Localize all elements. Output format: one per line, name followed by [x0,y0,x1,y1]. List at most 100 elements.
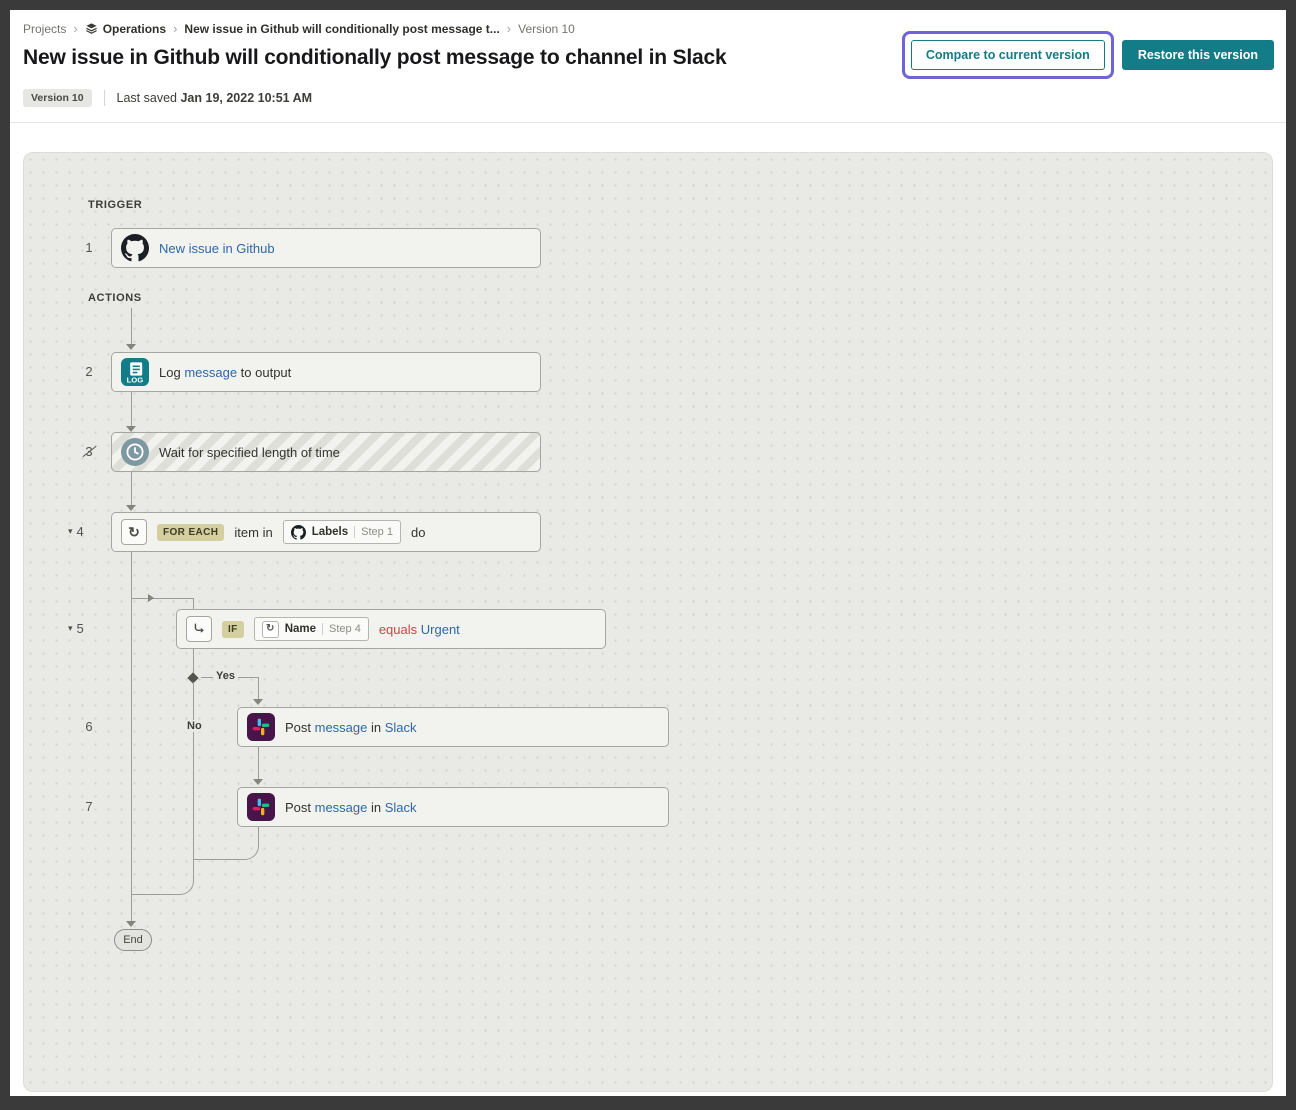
datapill-step: Step 4 [329,623,361,635]
step-text: in [367,799,385,815]
step-text: item in [234,524,273,540]
connector-line [131,472,132,508]
arrow-down-icon [126,505,136,511]
yes-branch-line [238,677,258,678]
version-badge: Version 10 [23,89,92,107]
no-branch-label: No [184,720,205,732]
end-node: End [114,929,152,951]
step-number-7: 7 [85,799,93,814]
chevron-right-icon: › [73,21,78,36]
datapill-separator [354,526,356,538]
step-link[interactable]: message [314,719,368,735]
step-link[interactable]: message [184,364,238,380]
connector-line [258,747,259,781]
arrow-down-icon [253,779,263,785]
arrow-down-icon [126,921,136,927]
yes-branch-line [258,677,259,699]
step-number-2: 2 [85,364,93,379]
breadcrumb: Projects › Operations › New issue in Git… [10,10,1286,36]
branch-join-corner [193,841,259,860]
step-text: Log [159,364,185,380]
step-link[interactable]: New issue in Github [159,240,275,256]
step-number-label: 4 [76,524,84,539]
step-text: Wait for specified length of time [159,444,340,460]
step-number-5: ▾ 5 [68,621,84,636]
connector-line [193,649,194,674]
step-number-label: 5 [76,621,84,636]
datapill-source: Name [284,623,317,635]
step-number-4: ▾ 4 [68,524,84,539]
connector-line [131,392,132,428]
step-text: in [367,719,385,735]
datapill-labels[interactable]: Labels Step 1 [282,520,401,544]
loop-fork-line [131,598,193,599]
datapill-name[interactable]: ↻ Name Step 4 [253,617,369,641]
title-bar: New issue in Github will conditionally p… [10,31,1286,79]
layers-icon [85,23,97,34]
slack-icon [247,713,275,741]
arrow-down-icon [253,699,263,705]
step-text: to output [237,364,292,380]
step-link[interactable]: message [314,799,368,815]
datapill-source: Labels [311,526,349,538]
foreach-badge: FOR EACH [157,523,225,541]
condition-value[interactable]: Urgent [420,621,460,637]
compare-version-button[interactable]: Compare to current version [910,40,1105,70]
datapill-separator [322,623,324,635]
breadcrumb-projects[interactable]: Projects [23,21,67,36]
step-number-1: 1 [85,240,93,255]
step-number-6: 6 [85,719,93,734]
connector-line-main [131,552,132,921]
arrow-down-icon [126,426,136,432]
svg-text:LOG: LOG [127,375,144,384]
loop-return-corner [131,869,194,895]
slack-icon [247,793,275,821]
step-text: Post [285,799,315,815]
loop-icon: ↻ [261,620,279,638]
last-saved: Last saved Jan 19, 2022 10:51 AM [117,91,313,105]
chevron-right-icon: › [173,21,178,36]
version-meta: Version 10 Last saved Jan 19, 2022 10:51… [10,79,1286,107]
restore-version-button[interactable]: Restore this version [1121,40,1274,70]
step-link[interactable]: Slack [384,799,417,815]
github-icon [290,524,306,540]
step-card-foreach[interactable]: ↻ FOR EACH item in Labels Step 1 do [111,512,541,552]
arrow-right-icon [148,594,154,602]
collapse-caret-icon[interactable]: ▾ [68,526,73,536]
step-card-slack-1[interactable]: Post message in Slack [237,707,669,747]
last-saved-label: Last saved [116,91,177,105]
loop-icon: ↻ [121,519,147,545]
workflow-canvas: TRIGGER ACTIONS 1 2 3 ▾ 4 ▾ 5 6 7 New is… [23,152,1273,1092]
if-badge: IF [222,620,244,638]
step-card-slack-2[interactable]: Post message in Slack [237,787,669,827]
header-divider [10,122,1286,123]
header-actions: Compare to current version Restore this … [901,31,1274,79]
connector-line [193,598,194,609]
page: Projects › Operations › New issue in Git… [10,10,1286,1096]
breadcrumb-recipe[interactable]: New issue in Github will conditionally p… [184,21,500,36]
condition-operator: equals [378,621,418,637]
datapill-step: Step 1 [361,526,393,538]
clock-icon [121,438,149,466]
step-number-3: 3 [78,444,100,459]
arrow-down-icon [126,344,136,350]
breadcrumb-operations-label: Operations [102,21,167,36]
meta-divider [103,90,105,106]
yes-branch-line [201,677,213,678]
branch-icon [186,616,212,642]
collapse-caret-icon[interactable]: ▾ [68,623,73,633]
annotation-highlight-box: Compare to current version [901,31,1114,79]
step-link[interactable]: Slack [384,719,417,735]
step-card-trigger[interactable]: New issue in Github [111,228,541,268]
trigger-section-label: TRIGGER [88,199,143,211]
struck-step-number: 3 [85,444,93,459]
connector-line [258,827,259,841]
page-title: New issue in Github will conditionally p… [23,46,727,69]
step-text: do [410,524,426,540]
actions-section-label: ACTIONS [88,292,142,304]
breadcrumb-operations[interactable]: Operations [85,22,166,36]
step-card-logger[interactable]: LOG Log message to output [111,352,541,392]
step-card-if[interactable]: IF ↻ Name Step 4 equals Urgent [176,609,606,649]
connector-line [131,308,132,344]
step-card-wait-deleted[interactable]: Wait for specified length of time [111,432,541,472]
